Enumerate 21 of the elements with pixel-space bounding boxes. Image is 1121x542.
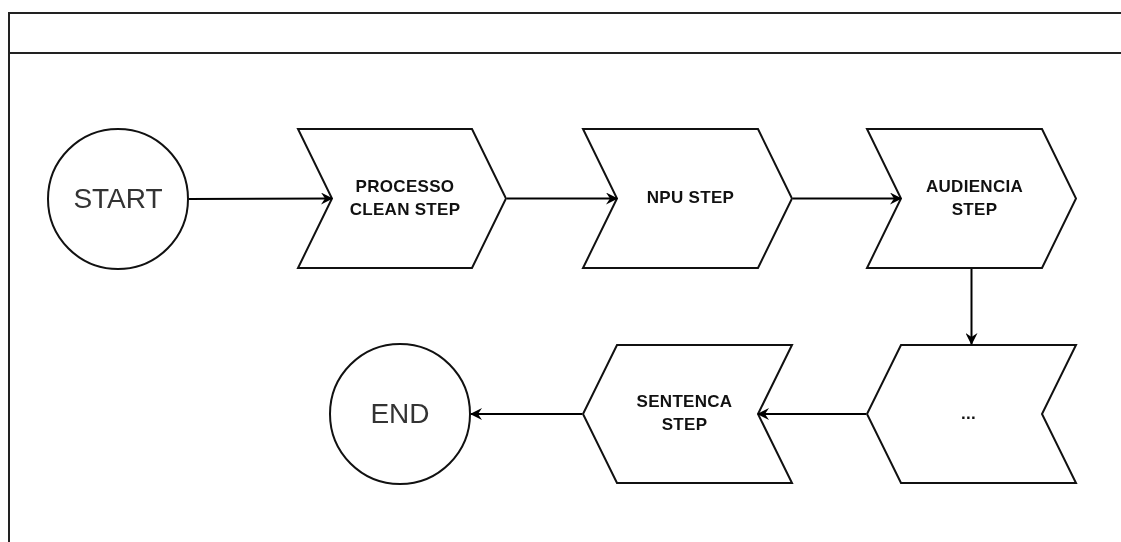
step-label: SENTENCA STEP (635, 391, 734, 436)
step-label: ... (960, 402, 977, 425)
step-label: PROCESSO CLEAN STEP (348, 175, 462, 221)
terminal-label: END (370, 398, 430, 430)
terminal-circle (47, 128, 189, 270)
step-label: AUDIENCIA STEP (924, 175, 1025, 221)
step-chevron (866, 128, 1077, 269)
arrow (506, 192, 618, 205)
step-chevron (297, 128, 507, 269)
arrow (792, 192, 902, 205)
arrow (470, 408, 583, 420)
step-chevron (582, 128, 793, 269)
terminal-label: START (73, 183, 163, 215)
step-chevron (582, 344, 793, 484)
pool-container (8, 12, 1121, 542)
arrow (757, 408, 867, 420)
terminal-circle (329, 343, 471, 485)
step-label: NPU STEP (646, 187, 735, 210)
arrow (188, 192, 333, 205)
arrow (965, 268, 978, 345)
step-chevron (866, 344, 1077, 484)
